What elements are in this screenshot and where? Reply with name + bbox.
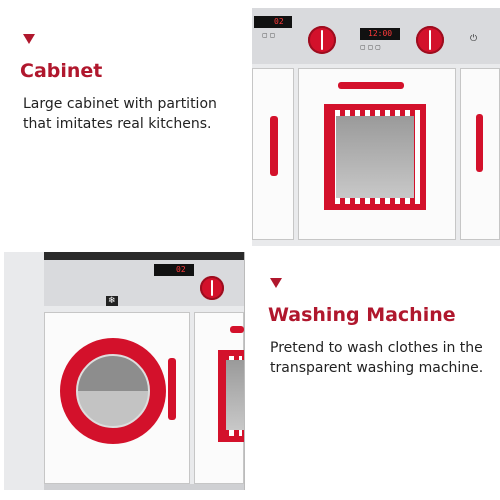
oven-knob-left[interactable] [308,26,336,54]
right-door-handle[interactable] [476,114,483,172]
washer-knob[interactable] [200,276,224,300]
left-door-handle[interactable] [270,116,278,176]
button-row-icon: ▢ ▢ [262,32,276,39]
top-display-text: 02 [274,17,284,26]
oven-window [226,360,244,430]
top-display: 02 [254,16,292,28]
oven-window [336,116,414,198]
feature-description-line: that imitates real kitchens. [23,116,212,132]
product-photo-washing-machine: 02 ❄ [4,252,245,490]
oven-display-text: 12:00 [368,29,393,38]
oven-door-handle[interactable] [230,326,244,333]
product-photo-oven: 02 ▢ ▢ 12:00 ▢ ▢ ▢ ⏻ [252,8,500,246]
oven-door-handle[interactable] [338,82,404,89]
oven-knob-right[interactable] [416,26,444,54]
washer-porthole-window [76,354,150,428]
feature-heading-washing-machine: Washing Machine [268,304,456,326]
washer-door-handle[interactable] [168,358,176,420]
feature-description-cabinet: Large cabinet with partition that imitat… [23,94,243,134]
washer-display: 02 [154,264,194,276]
base-plinth [44,484,244,490]
triangle-down-icon [270,278,282,288]
feature-description-washing-machine: Pretend to wash clothes in the transpare… [270,338,495,378]
feature-description-line: Pretend to wash clothes in the [270,340,483,356]
power-icon[interactable]: ⏻ [470,34,478,44]
snowflake-icon: ❄ [106,296,118,306]
feature-description-line: Large cabinet with partition [23,96,217,112]
feature-description-line: transparent washing machine. [270,360,484,376]
feature-heading-cabinet: Cabinet [20,60,103,82]
countertop [44,252,244,260]
button-row-icon: ▢ ▢ ▢ [360,44,381,51]
washer-display-text: 02 [176,265,186,274]
oven-display: 12:00 [360,28,400,40]
triangle-down-icon [23,34,35,44]
